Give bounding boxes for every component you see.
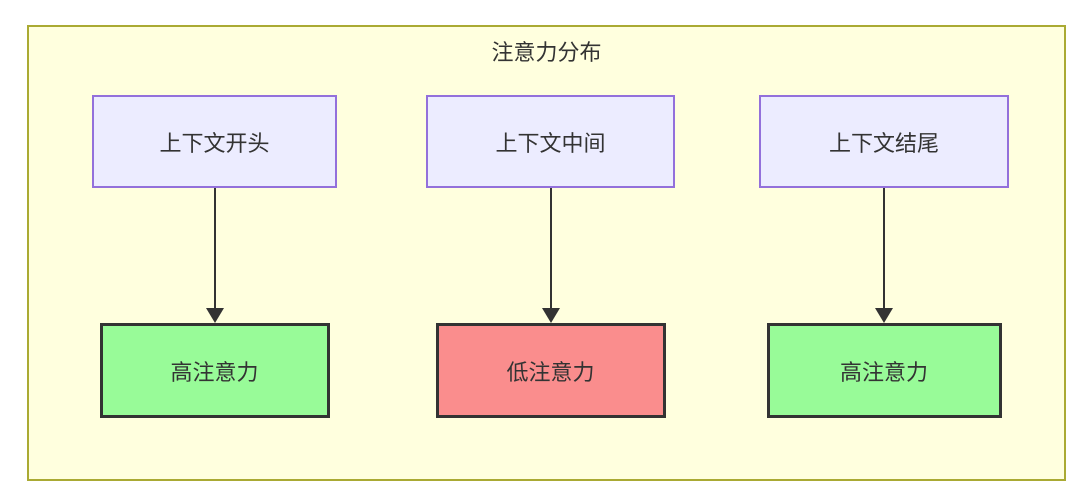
target-node-low-attention: 低注意力 <box>435 323 666 418</box>
target-node-high-attention: 高注意力 <box>99 323 330 418</box>
arrowhead-down-icon <box>541 308 560 323</box>
subgraph-container: 注意力分布 上下文开头 高注意力 上下文中间 低注意力 <box>27 25 1066 481</box>
arrow-line <box>549 188 552 309</box>
arrow-line <box>883 188 885 309</box>
arrowhead-down-icon <box>205 308 224 323</box>
source-node-context-middle: 上下文中间 <box>426 95 675 188</box>
arrow-connector <box>875 188 893 323</box>
target-node-label: 高注意力 <box>839 359 928 385</box>
target-node-label: 高注意力 <box>170 359 259 385</box>
arrow-connector <box>205 188 224 323</box>
source-node-label: 上下文结尾 <box>828 130 939 156</box>
source-node-label: 上下文中间 <box>495 130 606 156</box>
diagram-title: 注意力分布 <box>491 40 602 65</box>
source-node-context-begin: 上下文开头 <box>92 95 337 188</box>
arrow-connector <box>541 188 560 323</box>
column-context-end: 上下文结尾 高注意力 <box>759 95 1009 418</box>
arrowhead-down-icon <box>875 308 893 323</box>
arrow-line <box>213 188 216 309</box>
column-context-begin: 上下文开头 高注意力 <box>92 95 337 418</box>
source-node-context-end: 上下文结尾 <box>759 95 1009 188</box>
target-node-label: 低注意力 <box>506 359 595 385</box>
target-node-high-attention: 高注意力 <box>766 323 1002 418</box>
column-context-middle: 上下文中间 低注意力 <box>426 95 675 418</box>
source-node-label: 上下文开头 <box>159 130 270 156</box>
